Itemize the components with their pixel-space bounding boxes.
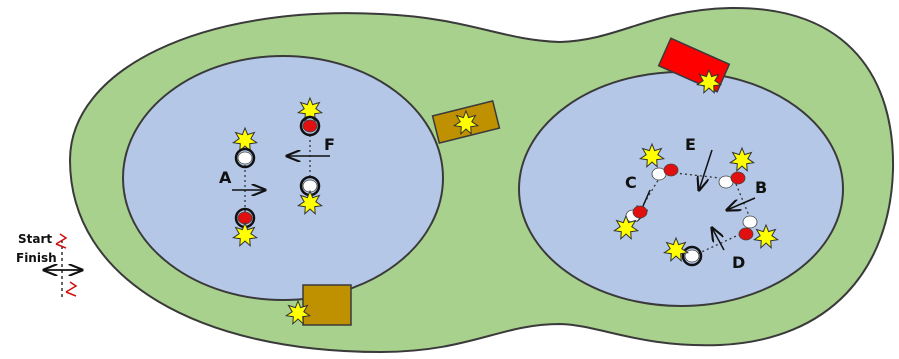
segment-label-b: B xyxy=(755,178,767,197)
drone-icon xyxy=(234,147,256,169)
left-arena-zone xyxy=(122,55,444,301)
star-icon xyxy=(296,189,324,216)
star-icon xyxy=(695,68,723,95)
drone-pair-icon xyxy=(738,215,758,241)
right-arena-zone xyxy=(518,71,844,307)
drone-pair-icon xyxy=(651,163,679,181)
star-icon xyxy=(662,236,690,263)
star-icon xyxy=(638,142,666,169)
star-icon xyxy=(452,109,480,136)
star-icon xyxy=(231,126,259,153)
drone-icon xyxy=(299,115,321,137)
markers-layer xyxy=(55,68,780,326)
gate-bottom-left xyxy=(302,284,352,326)
segment-label-a: A xyxy=(219,168,232,187)
flag-icon xyxy=(65,281,78,297)
flag-icon xyxy=(55,233,68,249)
start-finish-marker xyxy=(44,240,82,298)
drone-icon xyxy=(681,245,703,267)
arrow-d-icon xyxy=(712,228,725,251)
segment-label-f: F xyxy=(324,135,335,154)
segment-label-e: E xyxy=(685,135,696,154)
drone-pair-icon xyxy=(625,205,648,223)
star-icon xyxy=(231,221,259,248)
segment-label-c: C xyxy=(625,173,637,192)
path-right-dotted-4 xyxy=(694,231,746,256)
arrow-b-icon xyxy=(727,197,756,210)
segment-label-d: D xyxy=(732,253,745,272)
finish-label: Finish xyxy=(16,251,57,265)
star-icon xyxy=(752,223,780,250)
arrow-e-icon xyxy=(699,149,713,190)
star-icon xyxy=(284,299,312,326)
start-label: Start xyxy=(18,232,52,246)
drone-pair-icon xyxy=(718,171,746,189)
path-right-dotted-3 xyxy=(735,183,751,219)
star-icon xyxy=(728,146,756,173)
star-icon xyxy=(612,214,640,241)
